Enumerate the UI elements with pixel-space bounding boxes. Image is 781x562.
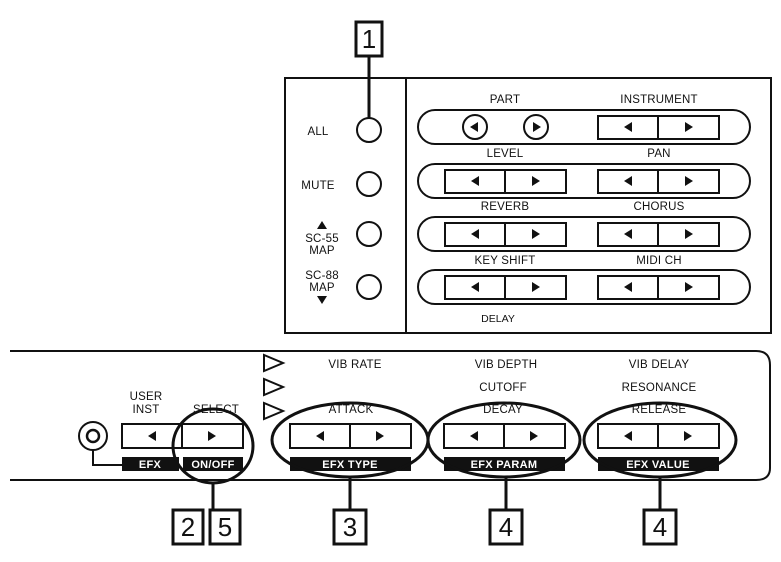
callout-3-label: 3 [343,512,357,542]
efx-type-bar [290,457,411,471]
top-panel-frame [284,77,772,334]
efx-type-bar-label: EFX TYPE [322,459,378,471]
sc55-label-line1: SC-55 [305,233,339,245]
right-arrow-icon [685,176,693,186]
row-3-marker-icon [263,401,286,421]
right-arrow-icon [685,282,693,292]
chorus-label: CHORUS [633,201,684,213]
efx-param-bar-label: EFX PARAM [471,459,538,471]
user-label-line2: INST [133,404,160,416]
bottom-panel-frame [10,350,771,481]
release-label: RELEASE [632,404,687,416]
reverb-label: REVERB [481,201,530,213]
row-part-instrument: PART INSTRUMENT [417,94,751,145]
callout-5-label: 5 [218,512,232,542]
level-label: LEVEL [487,148,524,160]
callout-2-label: 2 [181,512,195,542]
right-arrow-icon [532,229,540,239]
midi-ch-label: MIDI CH [636,255,681,267]
right-arrow-icon [208,431,216,441]
callout-4a-label: 4 [499,512,513,542]
callout-1-label: 1 [362,24,376,54]
vib-rate-label: VIB RATE [328,359,381,371]
key-shift-label: KEY SHIFT [474,255,535,267]
left-arrow-icon [624,431,632,441]
left-arrow-icon [148,431,156,441]
callout-3: 3 [332,508,368,546]
all-label: ALL [307,126,328,138]
right-arrow-icon [532,176,540,186]
highlight-ellipse-efx-param [426,401,582,479]
left-arrow-icon [470,122,478,132]
row-2-marker-icon [263,377,286,397]
row-1-capsule [417,109,751,145]
row-3-capsule [417,216,751,252]
callout-4b: 4 [642,508,678,546]
row-2-capsule [417,163,751,199]
attack-label: ATTACK [329,404,374,416]
sc88-label-line1: SC-88 [305,270,339,282]
sc55-map-button[interactable] [356,221,382,247]
row-keyshift-midich: KEY SHIFT MIDI CH DELAY [417,255,751,325]
sc88-label-line2: MAP [309,282,335,294]
callout-4a: 4 [488,508,524,546]
on-off-bar [183,457,243,471]
mute-button[interactable] [356,171,382,197]
mute-label: MUTE [301,180,335,192]
efx-value-bar [598,457,719,471]
left-arrow-icon [624,122,632,132]
right-arrow-icon [684,431,692,441]
efx-value-bar-label: EFX VALUE [626,459,690,471]
instrument-label: INSTRUMENT [620,94,697,106]
sc88-map-button[interactable] [356,274,382,300]
right-arrow-icon [685,122,693,132]
right-arrow-icon [532,282,540,292]
row-1-marker-icon [263,353,286,373]
left-arrow-icon [471,282,479,292]
left-arrow-icon [624,282,632,292]
left-arrow-icon [471,229,479,239]
callout-2: 2 [171,508,205,546]
bottom-panel: USER INST SELECT VIB RATE ATTACK VIB DEP… [10,350,771,485]
row-level-pan: LEVEL PAN [417,148,751,199]
cutoff-label: CUTOFF [479,382,527,394]
right-arrow-icon [685,229,693,239]
efx-bar-label: EFX [139,459,162,471]
user-label-line1: USER [130,391,163,403]
all-button[interactable] [356,117,382,143]
callout-4b-label: 4 [653,512,667,542]
callout-1: 1 [354,20,384,120]
left-arrow-icon [471,176,479,186]
callout-5: 5 [208,508,242,546]
jack-lead [92,450,122,466]
right-arrow-icon [533,122,541,132]
jack-icon [85,428,101,444]
decay-label: DECAY [483,404,523,416]
left-arrow-icon [624,176,632,186]
part-label: PART [490,94,520,106]
down-triangle-icon [317,296,327,304]
on-off-bar-label: ON/OFF [191,459,234,471]
top-panel: ALL MUTE SC-55 MAP SC-88 MAP PART INSTRU… [284,77,772,334]
delay-label: DELAY [481,313,515,325]
row-reverb-chorus: REVERB CHORUS [417,201,751,252]
efx-bar [122,457,179,471]
right-arrow-icon [530,431,538,441]
efx-param-bar [444,457,565,471]
vib-delay-label: VIB DELAY [629,359,690,371]
vib-depth-label: VIB DEPTH [475,359,538,371]
left-arrow-icon [470,431,478,441]
left-arrow-icon [624,229,632,239]
up-triangle-icon [317,221,327,229]
row-4-capsule [417,269,751,305]
pan-label: PAN [647,148,670,160]
left-arrow-icon [316,431,324,441]
sc55-label-line2: MAP [309,245,335,257]
right-arrow-icon [376,431,384,441]
resonance-label: RESONANCE [622,382,697,394]
